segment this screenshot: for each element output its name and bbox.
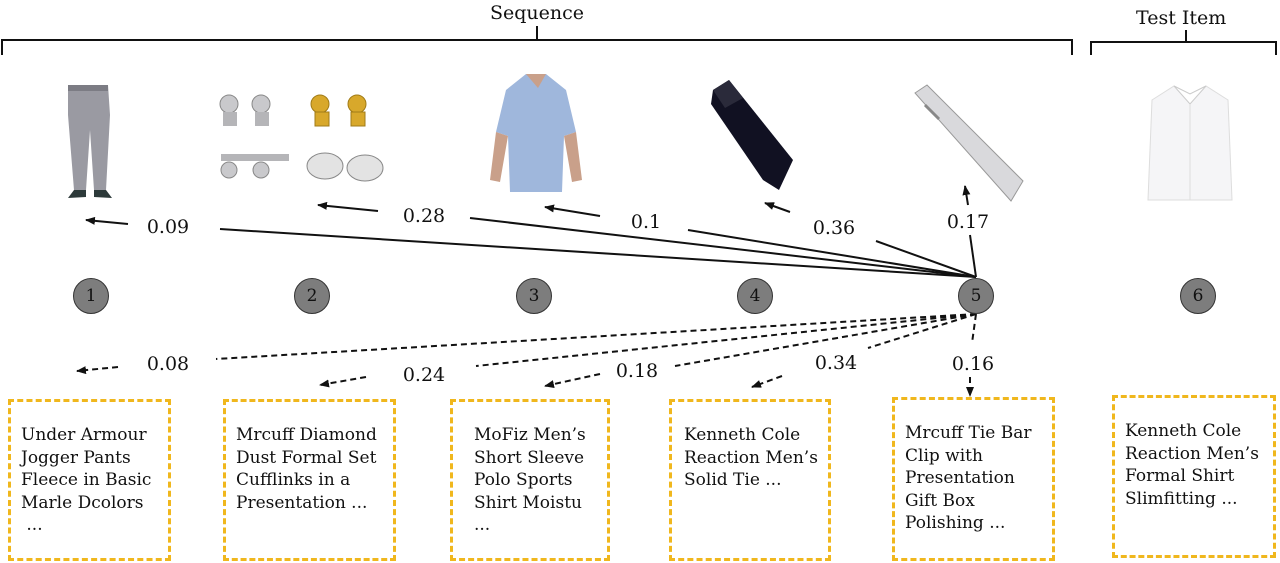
node-4: 4 [737,278,773,314]
image-weight-3: 0.1 [630,211,662,233]
item-text-box-1: Under Armour Jogger Pants Fleece in Basi… [8,399,171,561]
edge-text-5 [971,313,977,344]
item-text-line: Reaction Men’s [1125,443,1259,464]
item-text-line: Gift Box [905,490,975,511]
edge-text-1 [215,313,977,360]
sequence-label: Sequence [490,2,585,24]
edge-image-5 [969,234,977,278]
item-text-line: Presentation [905,468,1015,488]
edge-image-3-tail [544,204,601,217]
edge-image-2 [469,217,977,278]
black-tie-image [711,80,793,190]
item-text-line: MoFiz Men’s [474,425,586,445]
edge-image-2-tail [317,201,379,212]
text-weight-5: 0.16 [951,353,995,375]
item-text-line: Clip with [905,445,983,466]
edge-text-3 [674,313,977,367]
edge-text-4-tail [751,375,783,388]
item-text-line: Solid Tie ... [684,470,782,490]
node-1: 1 [73,278,109,314]
image-weight-1: 0.09 [146,216,190,238]
image-weight-2: 0.28 [402,205,446,227]
item-text-line: Marle Dcolors [21,492,144,513]
item-text-line: Kenneth Cole [684,425,801,445]
node-6: 6 [1180,278,1216,314]
item-text-box-4: Kenneth Cole Reaction Men’s Solid Tie ..… [669,399,831,561]
text-weight-1: 0.08 [146,353,190,375]
item-text-line: Jogger Pants [21,447,131,468]
item-text-line: ... [21,515,43,535]
edge-text-2-tail [319,376,367,388]
node-5: 5 [958,278,994,314]
item-text-line: Mrcuff Diamond [236,425,377,445]
item-text-line: Short Sleeve [474,447,585,468]
edge-text-2 [475,313,977,367]
item-text-box-3: MoFiz Men’s Short Sleeve Polo Sports Shi… [450,399,610,561]
item-text-line: Polo Sports [474,470,573,490]
text-weight-4: 0.34 [814,352,858,374]
test-item-bracket [1090,30,1277,55]
item-text-box-6: Kenneth Cole Reaction Men’s Formal Shirt… [1112,395,1276,558]
item-text-line: Formal Shirt [1125,466,1235,486]
item-text-line: Polishing ... [905,513,1006,533]
item-text-line: Cufflinks in a [236,470,351,490]
item-text-box-5: Mrcuff Tie Bar Clip with Presentation Gi… [892,397,1055,561]
item-text-line: Presentation ... [236,492,368,513]
edge-text-4 [867,313,977,349]
image-weight-4: 0.36 [812,217,856,239]
node-3: 3 [516,278,552,314]
edge-image-1-tail [85,216,129,225]
item-text-box-2: Mrcuff Diamond Dust Formal Set Cufflinks… [223,399,396,561]
white-formal-shirt-image [1147,85,1233,201]
edge-image-1 [219,228,977,278]
item-text-line: Under Armour [21,425,147,445]
item-text-line: Mrcuff Tie Bar [905,423,1032,443]
edge-image-3 [687,229,977,278]
cufflinks-set-image [219,94,384,182]
text-attention-edges [76,313,977,397]
item-text-line: Kenneth Cole [1125,421,1242,441]
item-text-line: Slimfitting ... [1125,488,1238,509]
node-2: 2 [294,278,330,314]
edge-image-5-tail [962,185,971,206]
item-text-line: Dust Formal Set [236,447,377,468]
blue-polo-shirt-image [490,74,582,192]
item-text-line: Reaction Men’s [684,447,818,468]
image-weight-5: 0.17 [946,211,990,233]
test-item-label: Test Item [1136,7,1227,29]
text-weight-2: 0.24 [402,364,446,386]
edge-image-4-tail [764,202,791,213]
text-weight-3: 0.18 [615,360,659,382]
image-attention-edges [85,185,977,278]
grey-jogger-pants-image [68,85,112,198]
item-text-line: Fleece in Basic [21,470,152,490]
edge-text-3-tail [544,373,601,388]
edge-text-1-tail [76,366,119,375]
item-text-line: Shirt Moistu [474,492,582,513]
edge-image-4 [875,240,977,278]
item-text-line: ... [474,515,491,535]
tie-bar-clip-image [914,84,1024,202]
sequence-bracket [1,26,1073,55]
